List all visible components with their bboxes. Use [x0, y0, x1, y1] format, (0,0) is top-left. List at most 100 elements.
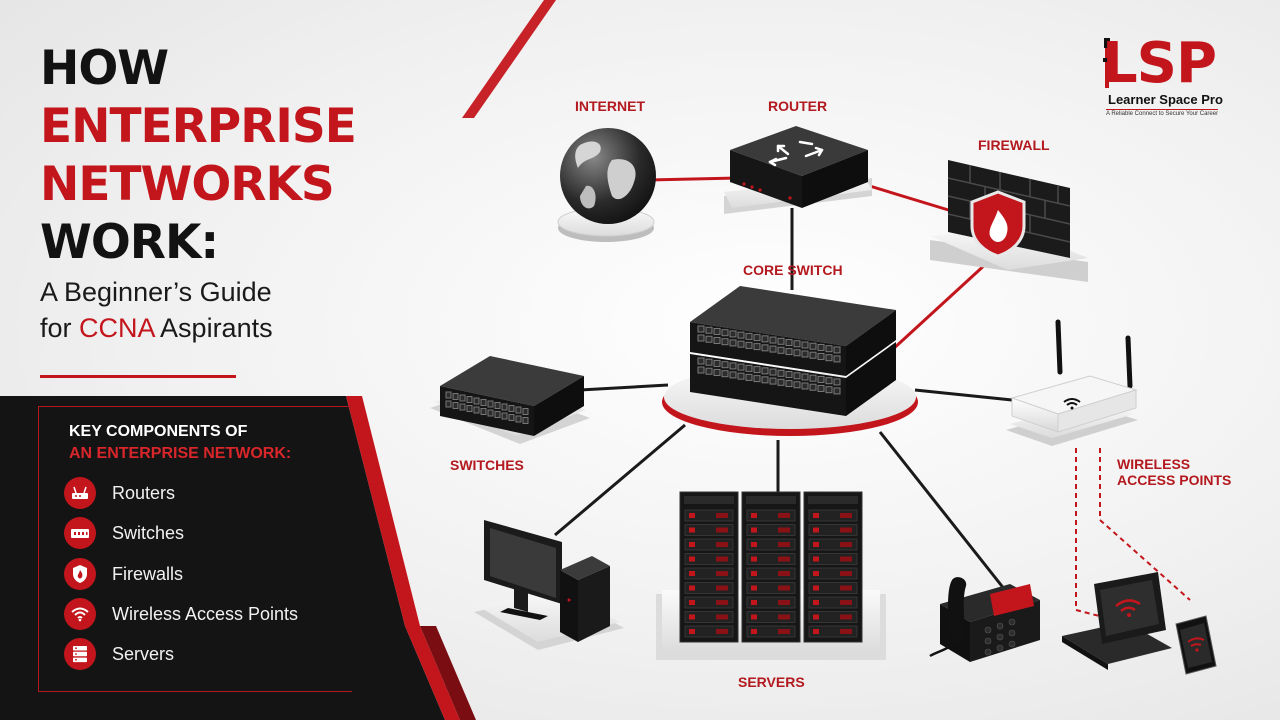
core-switch-stack — [662, 286, 918, 436]
label-servers: SERVERS — [738, 674, 805, 690]
component-item-switches: Switches — [64, 517, 184, 549]
switch-port — [785, 380, 793, 388]
switch-port — [459, 403, 466, 411]
components-title-line-1: KEY COMPONENTS OF — [69, 423, 248, 440]
switch-port — [769, 368, 777, 376]
switch-port — [459, 394, 466, 402]
component-item-servers: Servers — [64, 638, 174, 670]
switch-port — [697, 366, 705, 374]
switch-port — [494, 402, 501, 409]
wifi-icon — [64, 598, 96, 630]
subtitle-post: Aspirants — [154, 313, 273, 343]
switch-port — [487, 409, 494, 417]
cable-icon — [1103, 38, 1111, 88]
switch-port — [721, 338, 729, 346]
headline-line-networks: NETWORKS — [40, 157, 335, 212]
wifi-icon — [1063, 398, 1081, 406]
component-label: Wireless Access Points — [112, 603, 299, 624]
brand-logo: LSP Learner Space Pro A Reliable Connect… — [1100, 36, 1260, 126]
switch-port — [452, 402, 459, 409]
switch-port — [761, 376, 769, 384]
switch-port — [745, 373, 753, 381]
label-switches: SWITCHES — [450, 457, 524, 473]
switch-port — [785, 339, 793, 347]
switch-port — [777, 346, 785, 354]
switch-port — [713, 327, 721, 335]
switch-port — [801, 341, 809, 349]
switch-port — [729, 371, 737, 379]
switch-port — [452, 393, 459, 400]
components-title-line-2: AN ENTERPRISE NETWORK: — [69, 445, 292, 462]
component-item-routers: Routers — [64, 477, 175, 509]
switch-port — [713, 359, 721, 367]
switch-port — [777, 369, 785, 377]
label-wireless: WIRELESS ACCESS POINTS — [1117, 456, 1231, 488]
switch-port — [721, 370, 729, 378]
switch-port — [445, 400, 452, 408]
switch-port — [508, 414, 515, 421]
switch-port — [501, 412, 508, 420]
switch-port — [473, 406, 480, 414]
switch-port — [793, 340, 801, 348]
smartphone — [1175, 615, 1217, 675]
switch-port — [729, 339, 737, 347]
ip-phone — [929, 577, 1040, 662]
label-router: ROUTER — [768, 98, 828, 114]
switch-port — [515, 415, 522, 423]
wifi-icon — [1115, 599, 1141, 612]
switch-port — [793, 349, 801, 357]
switch-port — [713, 336, 721, 344]
firewall-shield-icon — [64, 558, 96, 590]
switch-port — [737, 372, 745, 380]
router-device — [724, 126, 872, 214]
switch-port — [833, 346, 841, 354]
switch-port — [473, 397, 480, 405]
switch-port — [522, 408, 529, 415]
switch-port — [737, 340, 745, 348]
logo-tagline: A Reliable Connect to Secure Your Career — [1106, 109, 1219, 117]
switch-port — [761, 344, 769, 352]
switch-port — [825, 345, 833, 353]
switch-port — [522, 417, 529, 424]
switch-port — [769, 377, 777, 385]
switch-port — [721, 329, 729, 337]
component-item-wireless: Wireless Access Points — [64, 598, 298, 630]
switch-port — [793, 381, 801, 389]
router-icon — [64, 477, 96, 509]
connection-lines — [554, 176, 1191, 621]
internet-globe — [557, 128, 656, 242]
switch-port — [705, 358, 713, 366]
component-label: Firewalls — [112, 563, 184, 584]
switch-port — [817, 375, 825, 383]
switch-port — [487, 400, 494, 408]
components-panel-border — [38, 406, 352, 692]
switch-port — [753, 375, 761, 383]
switch-port — [697, 325, 705, 333]
label-wireless-line-1: WIRELESS — [1117, 456, 1191, 472]
switch-port — [466, 396, 473, 403]
switch-port — [833, 387, 841, 395]
switch-port — [697, 334, 705, 342]
wifi-icon — [1187, 637, 1205, 647]
component-label: Switches — [112, 522, 185, 543]
core-switch-ports — [697, 325, 841, 395]
switch-port — [809, 342, 817, 350]
access-switch — [430, 356, 590, 444]
server-rack — [741, 491, 801, 643]
switch-port — [753, 366, 761, 374]
switch-port — [737, 331, 745, 339]
subtitle-line-1: A Beginner’s Guide — [40, 277, 272, 307]
switch-port — [785, 371, 793, 379]
switch-port — [777, 337, 785, 345]
switch-port — [480, 408, 487, 415]
switch-port — [737, 363, 745, 371]
switch-port — [729, 330, 737, 338]
switch-port — [817, 384, 825, 392]
components-panel-background — [0, 396, 476, 720]
laptop — [1062, 572, 1172, 670]
switch-port — [753, 343, 761, 351]
switch-port — [508, 405, 515, 412]
switch-port — [705, 367, 713, 375]
